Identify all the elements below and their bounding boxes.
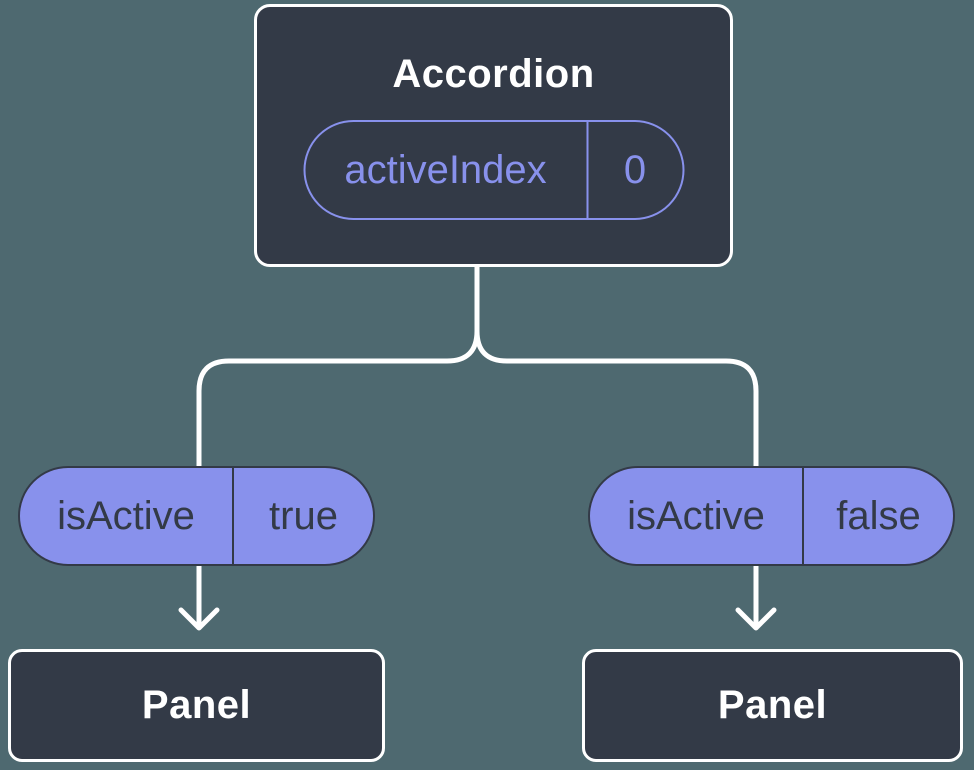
panel-node-right: Panel [582,649,963,762]
state-pill: activeIndex 0 [303,120,684,220]
arrow-down-icon-left [178,607,220,631]
prop-pill-name: isActive [20,468,234,564]
prop-pill-value: true [269,493,338,538]
accordion-node-title: Accordion [392,52,595,96]
connector-group [178,257,777,631]
accordion-node: Accordion activeIndex 0 [254,4,733,267]
connector-branch-left [196,257,480,629]
panel-node-title: Panel [717,683,828,727]
state-pill-name: activeIndex [305,122,588,218]
prop-pill-value: false [836,493,921,538]
panel-node-title: Panel [141,683,252,727]
connector-branch-right [474,257,759,629]
arrow-down-icon-right [735,607,777,631]
panel-node-left: Panel [8,649,385,762]
prop-pill-name: isActive [590,468,804,564]
state-pill-value: 0 [623,147,647,192]
prop-pill-is-active-false: isActive false [588,466,955,566]
prop-pill-is-active-true: isActive true [18,466,375,566]
